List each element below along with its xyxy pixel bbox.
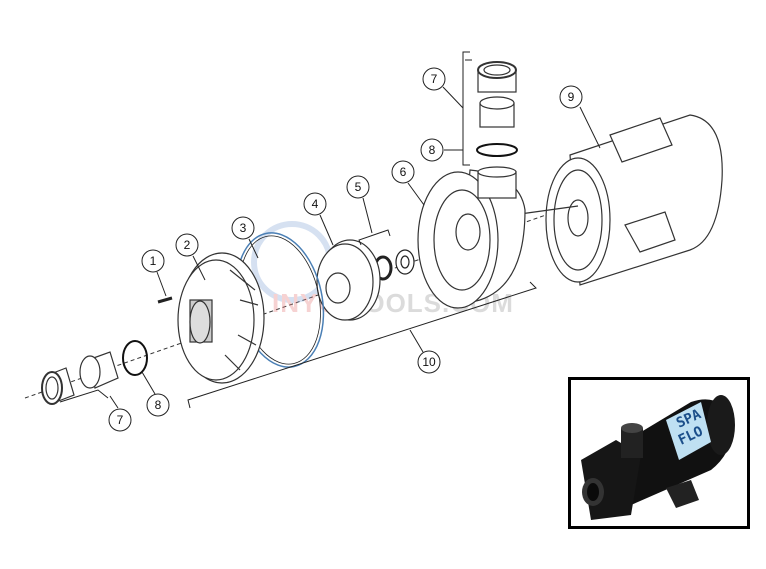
callout-5: 5 xyxy=(346,175,370,199)
svg-text:7: 7 xyxy=(431,72,438,86)
svg-text:4: 4 xyxy=(312,197,319,211)
part-impeller xyxy=(316,239,381,321)
bracket-lines xyxy=(59,51,601,409)
part-union-bottom xyxy=(41,351,119,405)
svg-text:2: 2 xyxy=(184,238,191,252)
callout-6: 6 xyxy=(391,160,415,184)
svg-text:5: 5 xyxy=(355,180,362,194)
product-photo: SPA FLO xyxy=(568,377,750,529)
part-shaft-seal xyxy=(373,249,415,281)
svg-text:9: 9 xyxy=(568,90,575,104)
part-screw xyxy=(157,296,173,304)
part-union-top xyxy=(477,61,517,128)
callout-8-top: 8 xyxy=(420,138,444,162)
part-union-oring-top xyxy=(476,143,518,157)
callout-4: 4 xyxy=(303,192,327,216)
callout-8-bottom: 8 xyxy=(146,393,170,417)
svg-text:3: 3 xyxy=(240,221,247,235)
svg-text:10: 10 xyxy=(422,355,436,369)
pump-photo-image: SPA FLO xyxy=(581,395,735,520)
callout-10: 10 xyxy=(417,350,441,374)
callout-3: 3 xyxy=(231,216,255,240)
part-motor xyxy=(519,114,723,286)
callout-1: 1 xyxy=(141,249,165,273)
svg-text:7: 7 xyxy=(117,413,124,427)
callout-9: 9 xyxy=(559,85,583,109)
callouts: 1 2 3 4 5 6 7 8 9 10 7 8 xyxy=(108,67,583,432)
svg-text:6: 6 xyxy=(400,165,407,179)
part-union-oring-bottom xyxy=(122,340,148,376)
svg-text:8: 8 xyxy=(155,398,162,412)
svg-text:8: 8 xyxy=(429,143,436,157)
callout-2: 2 xyxy=(175,233,199,257)
callout-7-top: 7 xyxy=(422,67,446,91)
part-volute-housing xyxy=(417,166,526,309)
callout-7-bottom: 7 xyxy=(108,408,132,432)
svg-text:1: 1 xyxy=(150,254,157,268)
part-faceplate xyxy=(177,252,265,384)
